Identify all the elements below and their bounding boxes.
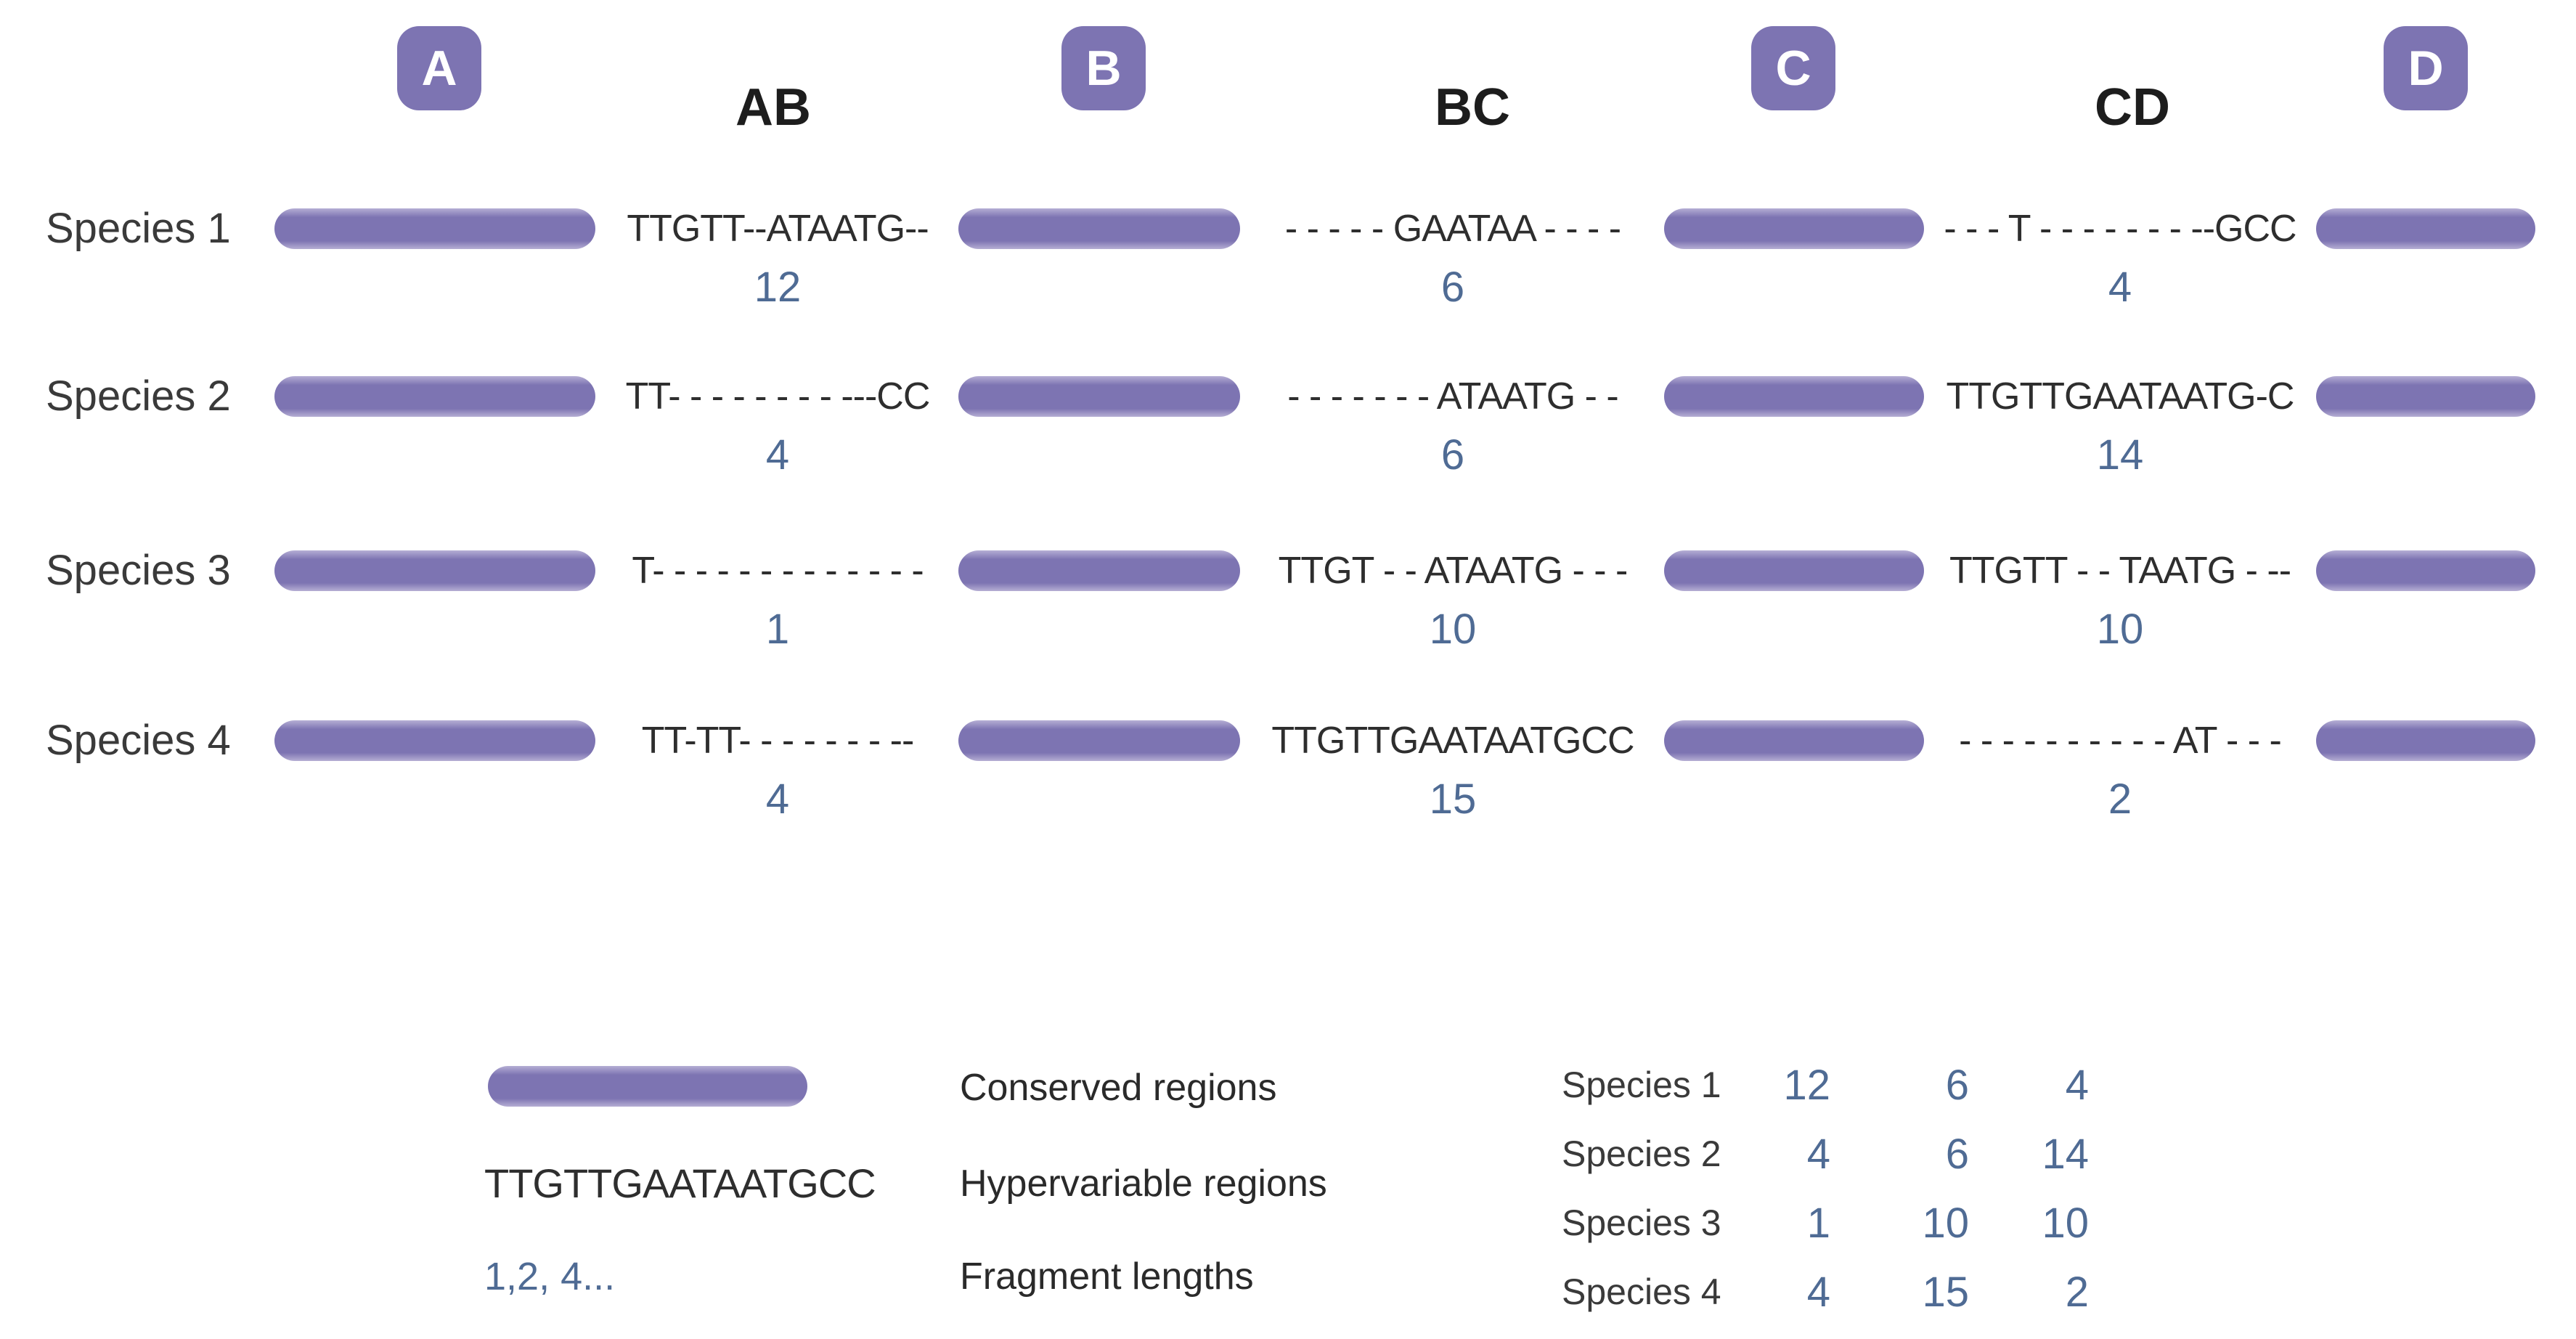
conserved-bar-d xyxy=(2316,208,2535,249)
region-bc: TTGTTGAATAATGCC 15 xyxy=(1242,719,1664,825)
hypervariable-sequence-bc: TTGTTGAATAATGCC xyxy=(1271,720,1634,762)
species-label: Species 4 xyxy=(46,717,231,764)
conserved-bar-a xyxy=(274,720,595,761)
region-badge-d: D xyxy=(2384,26,2468,110)
table-value-bc: 15 xyxy=(1922,1268,1969,1316)
conserved-bar-d xyxy=(2316,376,2535,417)
legend-key-hypervariable-sequence: TTGTTGAATAATGCC xyxy=(484,1160,876,1206)
region-bc: TTGT - - ATAATG - - - 10 xyxy=(1242,549,1664,655)
region-ab: T- - - - - - - - - - - - - 1 xyxy=(597,549,958,655)
region-cd: - - - - - - - - - - AT - - - 2 xyxy=(1924,719,2316,825)
fragment-length-cd: 10 xyxy=(2096,606,2144,653)
table-species-label: Species 3 xyxy=(1562,1202,1721,1243)
hypervariable-sequence-ab: T- - - - - - - - - - - - - xyxy=(632,550,924,592)
conserved-bar-a xyxy=(274,208,595,249)
table-value-cd: 4 xyxy=(2065,1061,2089,1109)
fragment-length-bc: 6 xyxy=(1440,431,1465,479)
region-cd: TTGTTGAATAATG-C 14 xyxy=(1924,375,2316,481)
conserved-bar-c xyxy=(1664,208,1924,249)
fragment-length-ab: 1 xyxy=(765,606,790,653)
hypervariable-sequence-bc: TTGT - - ATAATG - - - xyxy=(1278,550,1629,592)
table-value-ab: 1 xyxy=(1806,1199,1830,1247)
species-row-4: Species 4 TT-TT- - - - - - - -- 4 TTGTTG… xyxy=(0,668,2576,823)
region-badge-a: A xyxy=(397,26,481,110)
region-label-cd: CD xyxy=(2095,78,2170,137)
species-label: Species 3 xyxy=(46,547,231,594)
conserved-bar-b xyxy=(958,720,1240,761)
fragment-length-bc: 10 xyxy=(1429,606,1477,653)
table-row: Species 3 1 10 10 xyxy=(1562,1197,2099,1249)
table-value-ab: 12 xyxy=(1783,1061,1830,1109)
conserved-bar-b xyxy=(958,550,1240,591)
table-value-cd: 2 xyxy=(2065,1268,2089,1316)
hypervariable-sequence-cd: TTGTT - - TAATG - -- xyxy=(1949,550,2291,592)
legend-conserved-bar xyxy=(488,1066,807,1107)
region-label-ab: AB xyxy=(735,78,811,137)
fragment-length-bc: 6 xyxy=(1440,264,1465,311)
fragment-length-cd: 14 xyxy=(2096,431,2144,479)
region-cd: - - - T - - - - - - - --GCC 4 xyxy=(1924,207,2316,313)
fragment-length-ab: 4 xyxy=(765,776,790,823)
table-value-ab: 4 xyxy=(1806,1130,1830,1178)
legend-label-hypervariable: Hypervariable regions xyxy=(960,1163,1327,1205)
region-badge-b: B xyxy=(1061,26,1146,110)
table-value-bc: 6 xyxy=(1945,1061,1969,1109)
hypervariable-sequence-ab: TT-TT- - - - - - - -- xyxy=(641,720,915,762)
region-bc: - - - - - - - ATAATG - - 6 xyxy=(1242,375,1664,481)
table-row: Species 2 4 6 14 xyxy=(1562,1128,2099,1180)
conserved-bar-a xyxy=(274,376,595,417)
table-species-label: Species 2 xyxy=(1562,1134,1721,1174)
conserved-bar-c xyxy=(1664,376,1924,417)
region-badge-c: C xyxy=(1751,26,1835,110)
fragment-length-cd: 2 xyxy=(2108,776,2132,823)
conserved-bar-b xyxy=(958,208,1240,249)
fragment-length-ab: 12 xyxy=(754,264,802,311)
table-row: Species 4 4 15 2 xyxy=(1562,1266,2099,1318)
conserved-bar-a xyxy=(274,550,595,591)
conserved-bar-b xyxy=(958,376,1240,417)
table-row: Species 1 12 6 4 xyxy=(1562,1059,2099,1111)
hypervariable-sequence-ab: TT- - - - - - - - ---CC xyxy=(625,375,931,418)
hypervariable-sequence-bc: - - - - - GAATAA - - - - xyxy=(1284,208,1621,250)
table-species-label: Species 4 xyxy=(1562,1271,1721,1312)
region-ab: TTGTT--ATAATG-- 12 xyxy=(597,207,958,313)
conserved-bar-c xyxy=(1664,550,1924,591)
hypervariable-sequence-cd: - - - - - - - - - - AT - - - xyxy=(1959,720,2282,762)
table-value-bc: 6 xyxy=(1945,1130,1969,1178)
region-label-bc: BC xyxy=(1435,78,1510,137)
legend-label-conserved: Conserved regions xyxy=(960,1067,1277,1109)
conserved-bar-d xyxy=(2316,720,2535,761)
hypervariable-sequence-ab: TTGTT--ATAATG-- xyxy=(627,208,929,250)
table-value-ab: 4 xyxy=(1806,1268,1830,1316)
species-row-1: Species 1 TTGTT--ATAATG-- 12 - - - - - G… xyxy=(0,156,2576,311)
hypervariable-sequence-cd: TTGTTGAATAATG-C xyxy=(1946,375,2295,418)
legend-label-fragment-lengths: Fragment lengths xyxy=(960,1255,1254,1298)
species-row-3: Species 3 T- - - - - - - - - - - - - 1 T… xyxy=(0,498,2576,653)
region-ab: TT-TT- - - - - - - -- 4 xyxy=(597,719,958,825)
conserved-bar-c xyxy=(1664,720,1924,761)
hypervariable-sequence-cd: - - - T - - - - - - - --GCC xyxy=(1944,208,2296,250)
conserved-bar-d xyxy=(2316,550,2535,591)
fragment-length-bc: 15 xyxy=(1429,776,1477,823)
table-value-bc: 10 xyxy=(1922,1199,1969,1247)
species-row-2: Species 2 TT- - - - - - - - ---CC 4 - - … xyxy=(0,324,2576,479)
table-value-cd: 14 xyxy=(2042,1130,2089,1178)
hypervariable-sequence-bc: - - - - - - - ATAATG - - xyxy=(1287,375,1618,418)
legend-key-fragment-lengths: 1,2, 4... xyxy=(484,1255,616,1298)
table-species-label: Species 1 xyxy=(1562,1065,1721,1105)
region-cd: TTGTT - - TAATG - -- 10 xyxy=(1924,549,2316,655)
species-label: Species 1 xyxy=(46,205,231,252)
region-bc: - - - - - GAATAA - - - - 6 xyxy=(1242,207,1664,313)
species-label: Species 2 xyxy=(46,373,231,420)
table-value-cd: 10 xyxy=(2042,1199,2089,1247)
fragment-length-cd: 4 xyxy=(2108,264,2132,311)
fragment-length-ab: 4 xyxy=(765,431,790,479)
region-ab: TT- - - - - - - - ---CC 4 xyxy=(597,375,958,481)
